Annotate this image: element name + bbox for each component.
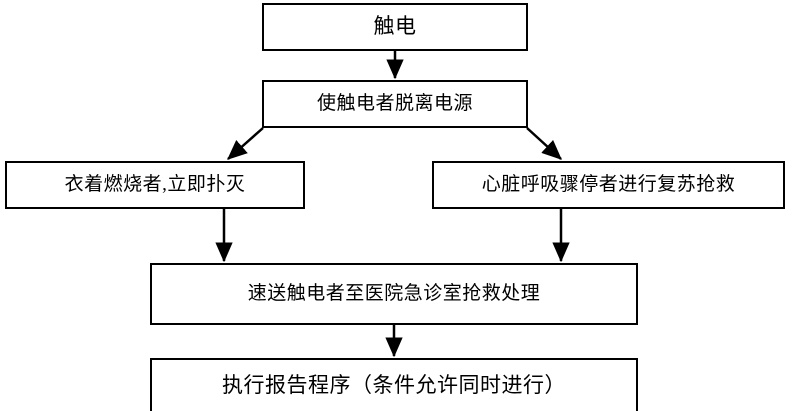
node-resuscitate-label: 心脏呼吸骤停者进行复苏抢救 [481, 173, 736, 195]
node-extinguish-label: 衣着燃烧者,立即扑灭 [64, 173, 246, 195]
node-extinguish[interactable]: 衣着燃烧者,立即扑灭 [5, 161, 305, 209]
node-report-label: 执行报告程序（条件允许同时进行） [222, 373, 566, 398]
node-disconnect-label: 使触电者脱离电源 [316, 92, 473, 114]
connector-disconnect-to-extinguish [227, 127, 264, 160]
connector-disconnect-to-resuscitate [526, 127, 562, 160]
node-report[interactable]: 执行报告程序（条件允许同时进行） [150, 358, 638, 411]
node-resuscitate[interactable]: 心脏呼吸骤停者进行复苏抢救 [432, 161, 785, 209]
node-shock[interactable]: 触电 [262, 3, 528, 51]
node-hospital[interactable]: 速送触电者至医院急诊室抢救处理 [150, 263, 638, 325]
node-disconnect[interactable]: 使触电者脱离电源 [262, 80, 528, 128]
node-shock-label: 触电 [373, 14, 417, 39]
node-hospital-label: 速送触电者至医院急诊室抢救处理 [247, 282, 541, 304]
